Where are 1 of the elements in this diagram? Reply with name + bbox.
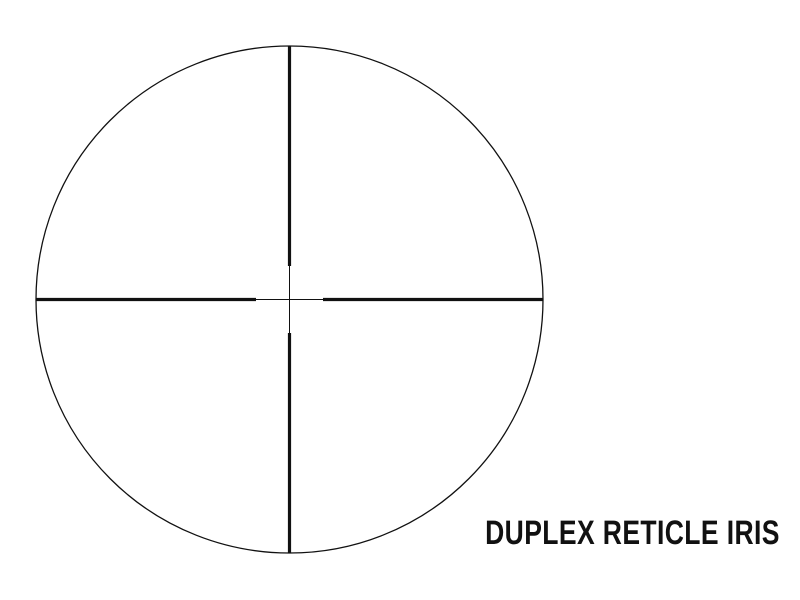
diagram-title: DUPLEX RETICLE IRIS [485,514,780,553]
